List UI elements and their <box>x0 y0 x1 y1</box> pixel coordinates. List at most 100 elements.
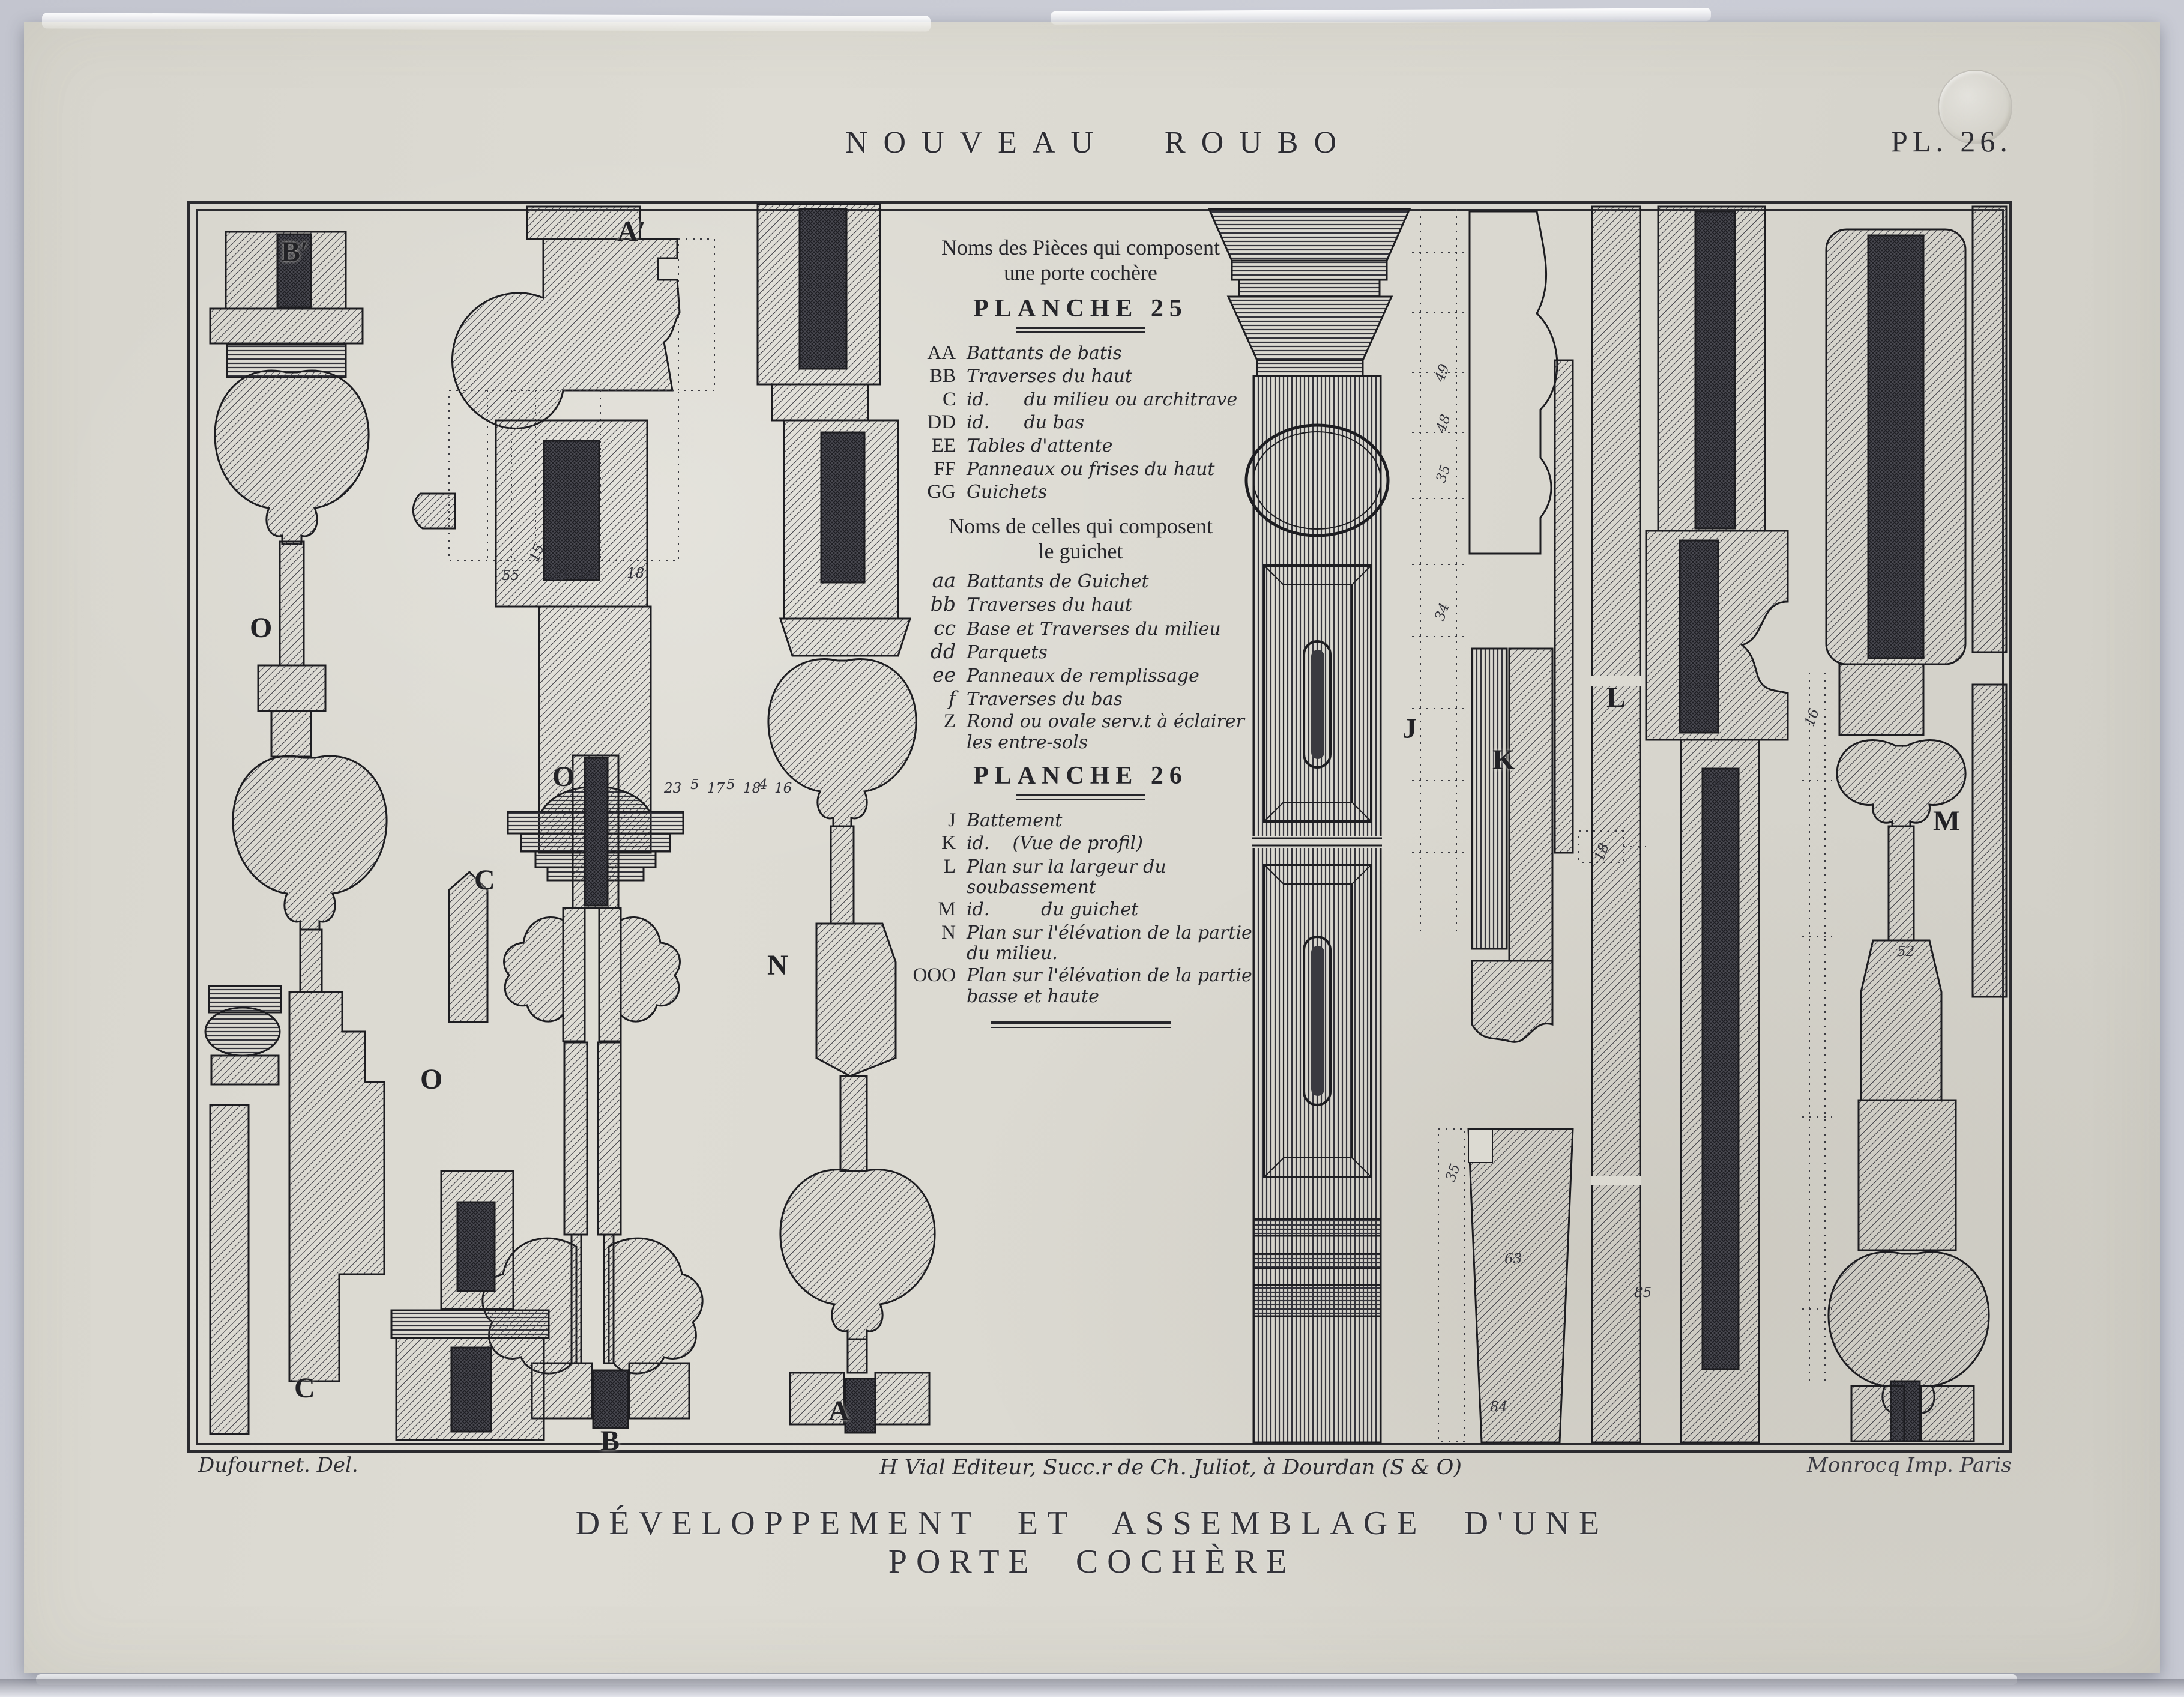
legend-item-key: ee <box>932 663 956 687</box>
legend-item-label: Traverses du haut <box>967 594 1133 616</box>
legend-item-key: M <box>938 898 956 921</box>
legend-item-label: Plan sur l'élévation de la partie du mil… <box>967 922 1252 964</box>
dimension-mark: 52 <box>1897 944 1915 960</box>
dimension-mark: 84 <box>1490 1399 1508 1415</box>
dimension-mark: 14 <box>578 567 596 582</box>
legend-item: BB Traverses du haut <box>900 365 1261 388</box>
sleeve-edge <box>0 1679 2184 1697</box>
guichet-heading: Noms de celles qui composent <box>949 513 1213 538</box>
legend-item-key: J <box>948 809 956 831</box>
legend-item: dd Parquets <box>900 640 1261 663</box>
legend-item-label: Guichets <box>967 482 1048 503</box>
dimension-mark: 18 <box>743 781 761 796</box>
figure-label: A′ <box>617 216 647 247</box>
legend-item-key: f <box>948 686 956 710</box>
legend-item-label: Panneaux ou frises du haut <box>967 458 1215 480</box>
legend-item-label: Traverses du haut <box>967 366 1133 387</box>
legend-item-key: dd <box>930 639 956 663</box>
legend-item-key: Z <box>943 710 956 733</box>
plate-caption: DÉVELOPPEMENT ET ASSEMBLAGE D'UNE PORTE … <box>575 1505 1609 1581</box>
dimension-mark: 29 <box>550 568 568 584</box>
guichet-heading: le guichet <box>1038 539 1123 563</box>
guichet-list: aa Battants de Guichet bb Traverses du haut… <box>900 569 1261 753</box>
figure-label: N <box>767 949 788 981</box>
delineator-credit: Dufournet. Del. <box>198 1453 358 1477</box>
dimension-mark: 18 <box>627 566 645 581</box>
planche-26-title: PLANCHE 26 <box>973 761 1188 790</box>
legend-heading: Noms des Pièces qui composent <box>941 235 1220 259</box>
legend-item-label: Plan sur la largeur du soubassement <box>967 856 1166 898</box>
dimension-mark: 16 <box>774 781 792 796</box>
rule <box>1016 326 1145 333</box>
figure-label: C <box>294 1372 315 1404</box>
dimension-mark: 5 <box>690 777 699 793</box>
legend-item-label: Battants de Guichet <box>967 571 1149 593</box>
legend-item-label: Battement <box>967 809 1063 831</box>
embossed-stamp <box>1938 70 2012 144</box>
dimension-mark: 85 <box>1634 1285 1652 1301</box>
legend-item-label: id. du guichet <box>967 899 1139 921</box>
rule <box>1016 793 1145 800</box>
legend-item-label: Panneaux de remplissage <box>967 665 1199 687</box>
legend-item-key: OOO <box>913 964 956 987</box>
figure-label: O <box>250 612 273 644</box>
legend-item-key: GG <box>927 481 956 503</box>
dimension-mark: 23 <box>664 781 682 796</box>
legend-item-key: AA <box>927 342 956 364</box>
legend-item: L Plan sur la largeur du soubassement <box>900 856 1261 898</box>
legend-item-key: FF <box>934 458 956 480</box>
dimension-mark: 17 <box>707 781 725 796</box>
legend-heading: une porte cochère <box>1004 260 1157 285</box>
legend-item-key: aa <box>932 569 956 593</box>
figure-label: B′ <box>281 236 309 268</box>
figure-label: M <box>1933 805 1961 837</box>
legend-item: aa Battants de Guichet <box>900 569 1261 592</box>
legend-item-key: L <box>943 855 956 877</box>
legend-item-key: DD <box>927 411 956 434</box>
legend-item-label: id. (Vue de profil) <box>967 833 1143 855</box>
legend-item-label: Parquets <box>967 641 1048 663</box>
figure-label: B <box>600 1425 620 1457</box>
planche-25-title: PLANCHE 25 <box>973 294 1188 322</box>
figure-label: L <box>1606 682 1626 713</box>
sleeve-glint <box>41 13 931 32</box>
figure-label: C <box>474 864 495 896</box>
legend-item-label: Tables d'attente <box>967 435 1113 456</box>
legend-item: DD id. du bas <box>900 411 1261 434</box>
dimension-mark: 63 <box>1504 1251 1522 1267</box>
legend: Noms des Pièces qui composent une porte … <box>900 235 1261 1028</box>
dimension-mark: 14 <box>1705 776 1723 791</box>
printer-credit: Monrocq Imp. Paris <box>1807 1453 2012 1477</box>
legend-item: bb Traverses du haut <box>900 593 1261 616</box>
legend-item: J Battement <box>900 809 1261 832</box>
legend-item: f Traverses du bas <box>900 687 1261 710</box>
figure-label: J <box>1402 713 1417 745</box>
legend-item: cc Base et Traverses du milieu <box>900 617 1261 640</box>
legend-item-key: cc <box>934 616 956 640</box>
end-rule <box>991 1021 1171 1028</box>
legend-item-label: Traverses du bas <box>967 689 1123 710</box>
legend-item-key: BB <box>929 365 956 387</box>
legend-item: ee Panneaux de remplissage <box>900 664 1261 686</box>
legend-item-key: bb <box>930 592 956 616</box>
legend-item-key: C <box>942 388 956 410</box>
dimension-mark: 55 <box>502 568 520 584</box>
legend-item: AA Battants de batis <box>900 342 1261 365</box>
legend-item-label: Base et Traverses du milieu <box>967 618 1221 640</box>
legend-item: EE Tables d'attente <box>900 435 1261 458</box>
legend-item-key: EE <box>931 434 956 456</box>
legend-item-label: Battants de batis <box>967 342 1122 364</box>
legend-item-label: id. du milieu ou architrave <box>967 389 1238 410</box>
plate-number: PL. 26. <box>1891 124 2012 158</box>
legend-item: GG Guichets <box>900 481 1261 504</box>
legend-item-label: id. du bas <box>967 412 1085 434</box>
page-title: NOUVEAU ROUBO <box>845 126 1353 160</box>
figure-label: A <box>828 1395 849 1427</box>
